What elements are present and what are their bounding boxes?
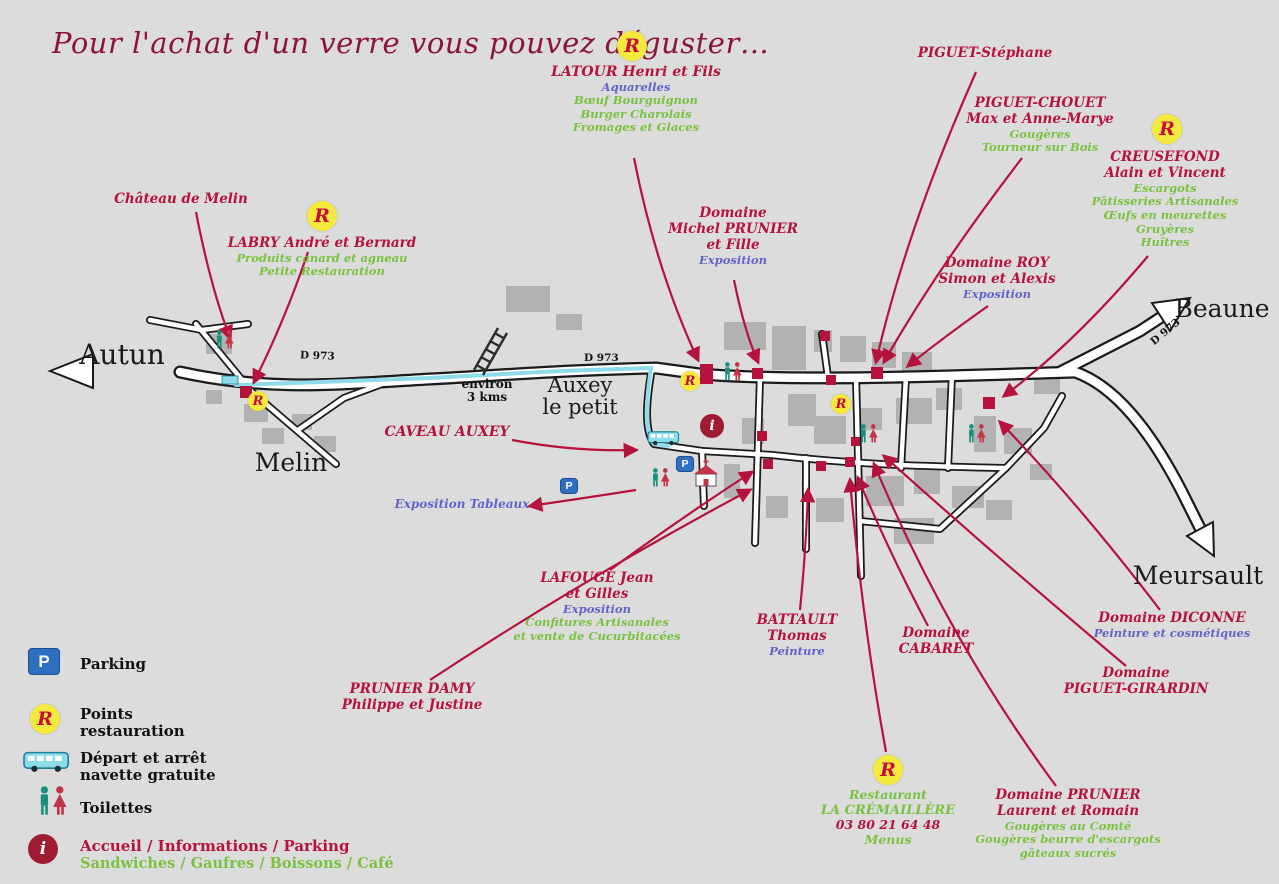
label-chateau-de-melin: Château de Melin xyxy=(114,191,248,207)
direction-autun: Autun xyxy=(79,338,165,371)
road-label-d973: D 973 xyxy=(299,349,335,363)
label-michel-prunier: Domaine Michel PRUNIER et Fille Expositi… xyxy=(668,205,798,267)
parking-icon: P xyxy=(560,478,578,494)
church-icon xyxy=(693,458,719,487)
legend-services-label: Sandwiches / Gaufres / Boissons / Café xyxy=(80,855,394,872)
legend-toilettes-label: Toilettes xyxy=(80,799,153,817)
distance-note: environ 3 kms xyxy=(461,377,513,405)
legend-restauration-badge: R xyxy=(30,704,60,734)
village-buildings xyxy=(206,286,1060,544)
label-cabaret: Domaine CABARET xyxy=(898,625,974,657)
restauration-badge-village: R xyxy=(831,394,851,414)
toilets-icon xyxy=(653,468,670,487)
legend-info-icon: i xyxy=(28,834,58,864)
location-squares xyxy=(240,331,995,471)
label-creusefond: CREUSEFOND Alain et Vincent Escargots Pâ… xyxy=(1091,149,1239,250)
label-domaine-roy: Domaine ROY Simon et Alexis Exposition xyxy=(938,255,1056,301)
pointer-arrows xyxy=(194,71,1161,787)
beaune-arrowhead xyxy=(1150,296,1192,333)
restauration-badge-cremaillere: R xyxy=(873,755,903,785)
restauration-badge-auxey: R xyxy=(680,371,700,391)
label-labry: LABRY André et Bernard Produits canard e… xyxy=(227,235,417,279)
label-battault: BATTAULT Thomas Peinture xyxy=(756,612,838,658)
village-melin: Melin xyxy=(254,448,328,477)
legend-parking-label: Parking xyxy=(80,655,146,673)
legend-toilets-icon xyxy=(40,786,67,815)
restauration-badge-melin: R xyxy=(248,391,268,411)
direction-meursault: Meursault xyxy=(1132,561,1264,590)
label-piguet-girardin: Domaine PIGUET-GIRARDIN xyxy=(1063,665,1209,697)
direction-beaune: Beaune xyxy=(1174,294,1270,323)
meursault-arrowhead xyxy=(1185,520,1216,559)
restauration-badge-creusefond: R xyxy=(1152,114,1182,144)
label-piguet-stephane: PIGUET-Stéphane xyxy=(917,45,1053,61)
restauration-badge-labry: R xyxy=(307,201,337,231)
road-label-d973: D 973 xyxy=(584,352,619,364)
legend-accueil-label: Accueil / Informations / Parking xyxy=(80,837,350,855)
label-diconne: Domaine DICONNE Peinture et cosmétiques xyxy=(1093,610,1251,640)
legend-navette-label: Départ et arrêt navette gratuite xyxy=(80,749,216,785)
shuttle-stop-melin xyxy=(221,375,239,385)
restauration-badge-latour: R xyxy=(617,31,647,61)
legend-bus-icon xyxy=(23,751,69,773)
parking-icon: P xyxy=(676,456,694,472)
direction-arrowheads xyxy=(47,296,1216,559)
label-piguet-chouet: PIGUET-CHOUET Max et Anne-Marye Gougères… xyxy=(966,95,1114,155)
legend-restauration-label: Points restauration xyxy=(80,705,185,741)
label-cremaillere: Restaurant LA CRÉMAILLÈRE 03 80 21 64 48… xyxy=(820,787,956,847)
autun-arrowhead xyxy=(47,352,94,390)
legend-parking-icon: P xyxy=(28,648,60,675)
distance-ladder-icon xyxy=(472,326,509,377)
label-lafouge: LAFOUGE Jean et Gilles Exposition Confit… xyxy=(513,570,681,643)
page-title: Pour l'achat d'un verre vous pouvez dégu… xyxy=(52,26,770,60)
label-caveau-auxey: CAVEAU AUXEY xyxy=(384,424,510,440)
info-icon: i xyxy=(700,414,724,438)
label-prunier-damy: PRUNIER DAMY Philippe et Justine xyxy=(341,681,483,713)
label-latour: LATOUR Henri et Fils Aquarelles Bœuf Bou… xyxy=(551,64,721,135)
label-prunier-laurent: Domaine PRUNIER Laurent et Romain Gougèr… xyxy=(975,787,1161,860)
label-exposition-tableaux: Exposition Tableaux xyxy=(394,497,530,511)
village-auxey: Auxey le petit xyxy=(542,373,618,420)
